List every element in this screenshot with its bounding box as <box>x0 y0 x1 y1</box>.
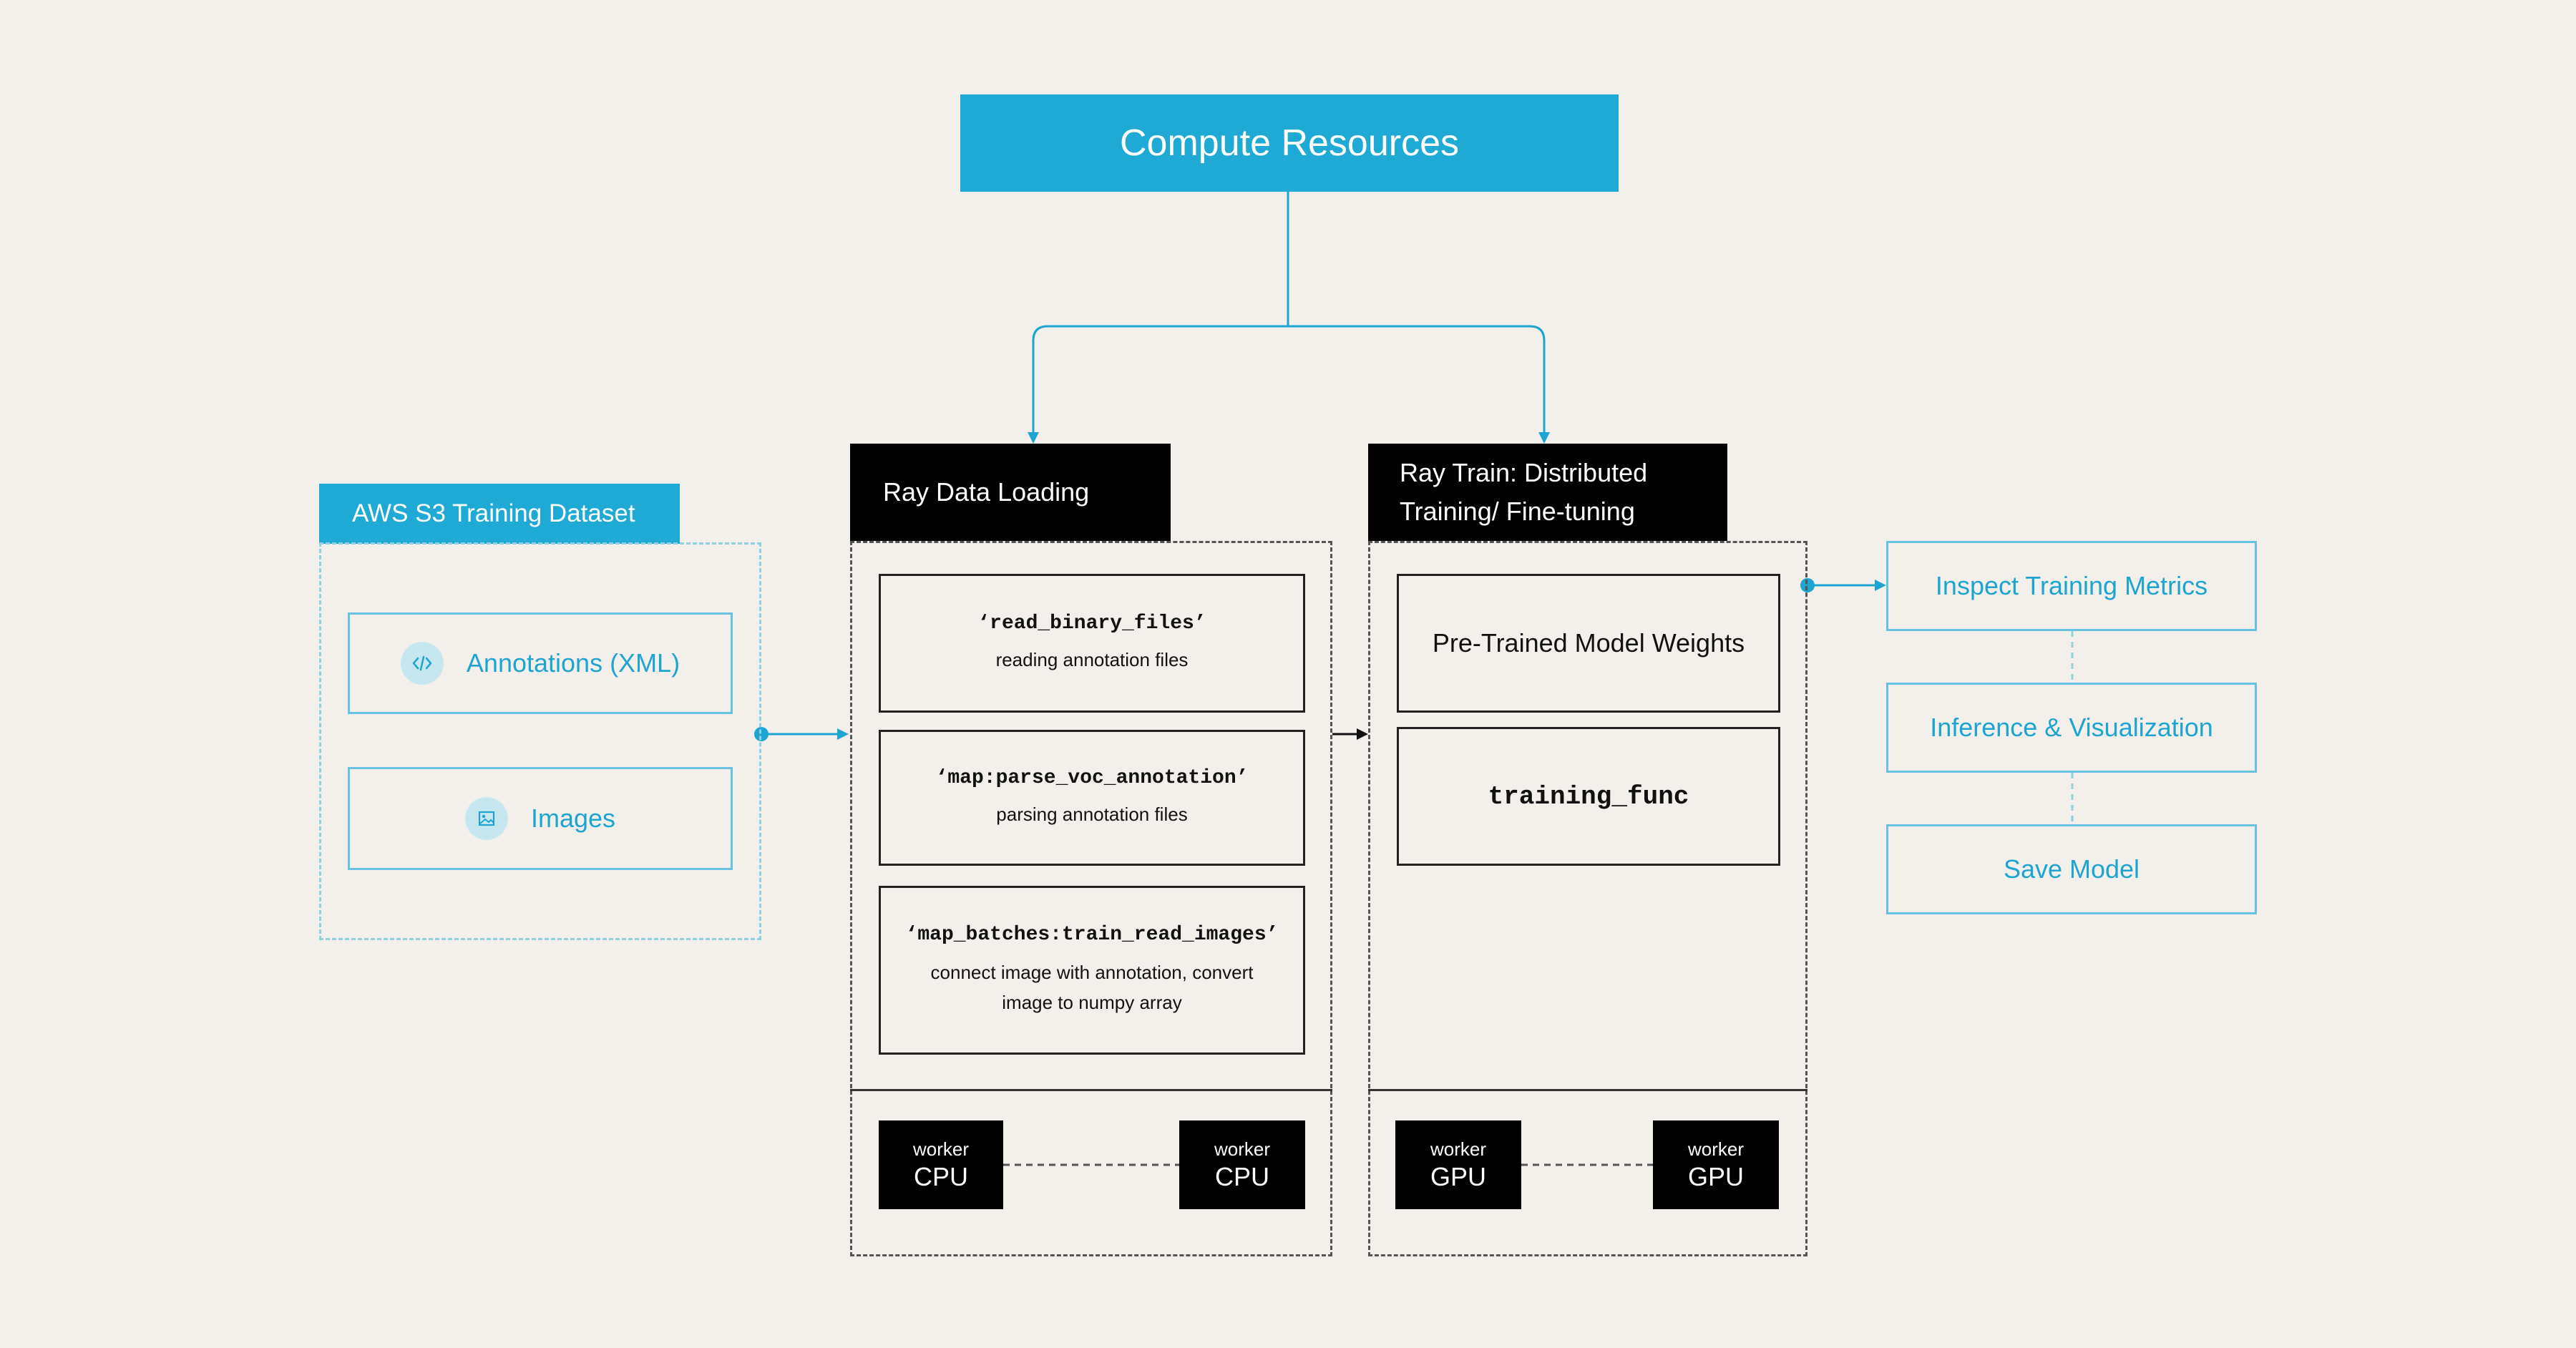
save-model-box[interactable]: Save Model <box>1886 824 2257 914</box>
s3-dataset-container <box>319 542 761 940</box>
annotations-item[interactable]: Annotations (XML) <box>348 612 733 714</box>
ray-train-header: Ray Train: Distributed Training/ Fine-tu… <box>1368 444 1727 541</box>
training-func-label: training_func <box>1488 781 1689 811</box>
compute-resources-title: Compute Resources <box>1120 122 1459 164</box>
inspect-training-metrics-label: Inspect Training Metrics <box>1935 571 2208 600</box>
gpu-worker-2: worker GPU <box>1653 1120 1779 1209</box>
worker-device: CPU <box>1214 1162 1269 1191</box>
step-description: parsing annotation files <box>996 803 1188 825</box>
step-train-read-images[interactable]: ‘map_batches:train_read_images’ connect … <box>879 886 1305 1055</box>
images-label: Images <box>530 804 616 833</box>
worker-device: CPU <box>913 1162 968 1191</box>
cpu-worker-2: worker CPU <box>1179 1120 1305 1209</box>
compute-resources-box: Compute Resources <box>960 94 1619 192</box>
worker-label: worker <box>1687 1138 1744 1160</box>
step-description: reading annotation files <box>995 648 1189 670</box>
ray-data-title: Ray Data Loading <box>883 477 1090 507</box>
step-description-line1: connect image with annotation, convert <box>930 961 1254 983</box>
worker-label: worker <box>912 1138 969 1160</box>
worker-device: GPU <box>1687 1162 1744 1191</box>
ray-data-divider <box>850 1089 1332 1091</box>
training-func-box[interactable]: training_func <box>1397 727 1780 866</box>
step-code: ‘map:parse_voc_annotation’ <box>935 766 1249 789</box>
worker-device: GPU <box>1430 1162 1486 1191</box>
ray-train-divider <box>1368 1089 1807 1091</box>
ray-train-title-line1: Ray Train: Distributed <box>1400 458 1648 487</box>
step-code: ‘map_batches:train_read_images’ <box>905 923 1279 946</box>
inference-visualization-box[interactable]: Inference & Visualization <box>1886 683 2257 773</box>
gpu-worker-1: worker GPU <box>1395 1120 1521 1209</box>
annotations-label: Annotations (XML) <box>466 648 680 678</box>
ray-data-header: Ray Data Loading <box>850 444 1171 541</box>
step-description-line2: image to numpy array <box>1002 991 1182 1013</box>
ray-data-container <box>850 541 1332 1256</box>
s3-dataset-title: AWS S3 Training Dataset <box>352 499 635 527</box>
ray-train-title-line2: Training/ Fine-tuning <box>1400 497 1635 526</box>
code-icon <box>400 642 444 685</box>
step-code: ‘read_binary_files’ <box>977 612 1206 635</box>
step-parse-voc-annotation[interactable]: ‘map:parse_voc_annotation’ parsing annot… <box>879 730 1305 866</box>
pretrained-weights-label: Pre-Trained Model Weights <box>1432 628 1745 658</box>
image-icon <box>464 797 508 840</box>
pretrained-weights-box[interactable]: Pre-Trained Model Weights <box>1397 574 1780 713</box>
inference-visualization-label: Inference & Visualization <box>1930 713 2213 742</box>
save-model-label: Save Model <box>2003 854 2140 884</box>
inspect-training-metrics-box[interactable]: Inspect Training Metrics <box>1886 541 2257 631</box>
s3-dataset-header: AWS S3 Training Dataset <box>319 484 680 544</box>
worker-label: worker <box>1430 1138 1486 1160</box>
step-read-binary-files[interactable]: ‘read_binary_files’ reading annotation f… <box>879 574 1305 713</box>
worker-label: worker <box>1214 1138 1270 1160</box>
cpu-worker-1: worker CPU <box>879 1120 1003 1209</box>
images-item[interactable]: Images <box>348 767 733 870</box>
ray-train-container <box>1368 541 1807 1256</box>
